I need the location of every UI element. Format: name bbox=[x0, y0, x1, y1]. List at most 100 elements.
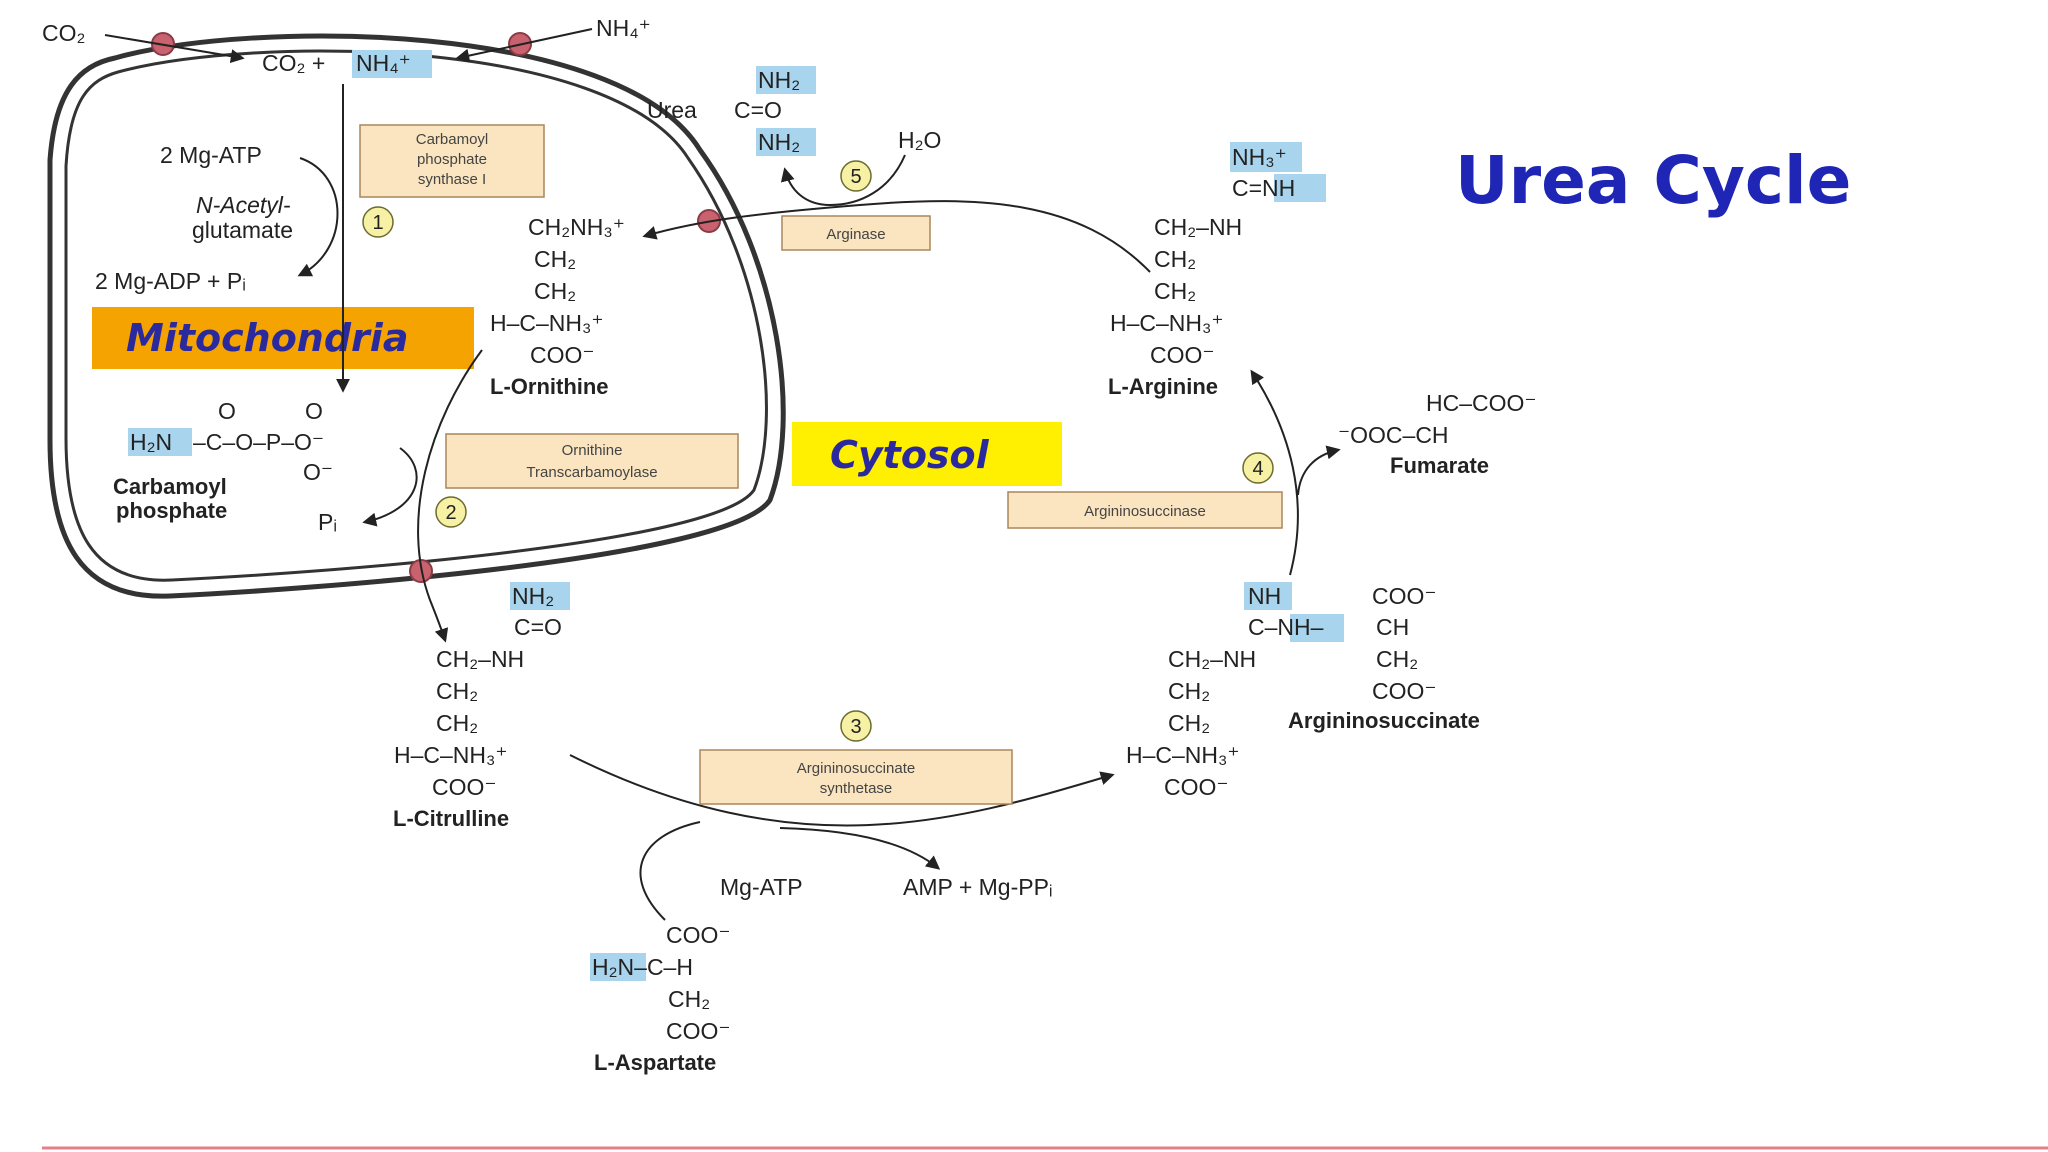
nh4-inside: NH₄⁺ bbox=[356, 50, 411, 76]
argsucc-line3: H–C–NH₃⁺ bbox=[1126, 742, 1240, 768]
arginine-top2: C=NH bbox=[1232, 175, 1295, 201]
ornithine-line2: CH₂ bbox=[534, 246, 576, 272]
argsucc-nh-highlight bbox=[1244, 582, 1292, 610]
urea-line2: C=O bbox=[734, 97, 782, 123]
carbamoyl-o1: O bbox=[218, 398, 236, 424]
argsucc-right3: CH₂ bbox=[1376, 646, 1418, 672]
citrulline-top3: CH₂–NH bbox=[436, 646, 524, 672]
fumarate-line1: HC–COO⁻ bbox=[1426, 390, 1537, 416]
mg-atp-step3: Mg-ATP bbox=[720, 874, 803, 900]
aspartate-line2: H₂N–C–H bbox=[592, 954, 693, 980]
argsucc-top1: NH bbox=[1248, 583, 1281, 609]
citrulline-line2: CH₂ bbox=[436, 710, 478, 736]
carbamoyl-backbone: –C–O–P–O⁻ bbox=[193, 429, 324, 455]
argsucc-right4: COO⁻ bbox=[1372, 678, 1437, 704]
enzyme-box-asl bbox=[1007, 491, 1283, 529]
carbamoyl-h2n-highlight bbox=[128, 428, 192, 456]
fumarate-name: Fumarate bbox=[1390, 453, 1489, 478]
step-1-marker bbox=[362, 206, 394, 238]
carbamoyl-name-line2: phosphate bbox=[116, 498, 227, 523]
enzyme-cps1-line1: Carbamoyl bbox=[416, 131, 489, 148]
arginine-line3: H–C–NH₃⁺ bbox=[1110, 310, 1224, 336]
argsucc-right1: COO⁻ bbox=[1372, 583, 1437, 609]
citrulline-name: L-Citrulline bbox=[393, 806, 509, 831]
mitochondrion-inner-membrane bbox=[64, 49, 768, 582]
step-2-number: 2 bbox=[445, 502, 456, 524]
step-3-marker bbox=[840, 710, 872, 742]
step1-cofactor-arrow bbox=[297, 157, 339, 277]
carbamoyl-name-line1: Carbamoyl bbox=[113, 474, 227, 499]
argsucc-right2: CH bbox=[1376, 614, 1409, 640]
pi-release-arrow bbox=[362, 447, 418, 527]
ornithine-to-citrulline-arrow bbox=[417, 349, 483, 643]
mitochondria-label-bg bbox=[92, 307, 474, 369]
arginine-line1: CH₂ bbox=[1154, 246, 1196, 272]
ornithine-line4: H–C–NH₃⁺ bbox=[490, 310, 604, 336]
arginine-line4: COO⁻ bbox=[1150, 342, 1215, 368]
co2-inside: CO₂ + bbox=[262, 50, 325, 76]
citrulline-line3: H–C–NH₃⁺ bbox=[394, 742, 508, 768]
mitochondria-label: Mitochondria bbox=[126, 316, 408, 360]
n-acetylglutamate-line2: glutamate bbox=[192, 217, 293, 243]
step-4-number: 4 bbox=[1252, 458, 1263, 480]
enzyme-arginase-line1: Arginase bbox=[826, 226, 885, 243]
nh4-entry-arrow bbox=[455, 28, 593, 63]
urea-nh2-top-highlight bbox=[756, 66, 816, 94]
step-4-marker bbox=[1242, 452, 1274, 484]
arginine-line2: CH₂ bbox=[1154, 278, 1196, 304]
enzyme-cps1-line2: phosphate bbox=[417, 151, 487, 168]
enzyme-box-arginase bbox=[781, 215, 931, 251]
urea-line1: NH₂ bbox=[758, 67, 800, 93]
diagram-title: Urea Cycle bbox=[1455, 142, 1851, 219]
aspartate-line3: CH₂ bbox=[668, 986, 710, 1012]
ornithine-name: L-Ornithine bbox=[490, 374, 609, 399]
carbamoyl-o2: O bbox=[305, 398, 323, 424]
aspartate-line1: COO⁻ bbox=[666, 922, 731, 948]
ornithine-line5: COO⁻ bbox=[530, 342, 595, 368]
enzyme-cps1-line3: synthase I bbox=[418, 171, 486, 188]
argsucc-top3: CH₂–NH bbox=[1168, 646, 1256, 672]
enzyme-asl-line1: Argininosuccinase bbox=[1084, 503, 1206, 520]
fumarate-line2: ⁻OOC–CH bbox=[1338, 422, 1449, 448]
step-1-number: 1 bbox=[372, 212, 383, 234]
fumarate-structure: HC–COO⁻ ⁻OOC–CH Fumarate bbox=[1338, 390, 1537, 478]
urea-line3: NH₂ bbox=[758, 129, 800, 155]
urea-structure: NH₂ Urea C=O NH₂ bbox=[647, 66, 816, 156]
citrulline-line1: CH₂ bbox=[436, 678, 478, 704]
cytosol-label: Cytosol bbox=[830, 433, 990, 477]
amp-mgppi-output: AMP + Mg-PPᵢ bbox=[903, 874, 1053, 900]
arginine-nh-highlight bbox=[1274, 174, 1326, 202]
ornithine-line1: CH₂NH₃⁺ bbox=[528, 214, 625, 240]
enzyme-box-cps1 bbox=[359, 124, 545, 198]
fumarate-release-arrow bbox=[1297, 445, 1341, 496]
urea-nh2-bottom-highlight bbox=[756, 128, 816, 156]
mg-adp-output: 2 Mg-ADP + Pᵢ bbox=[95, 268, 246, 294]
citrulline-structure: NH₂ C=O CH₂–NH CH₂ CH₂ H–C–NH₃⁺ COO⁻ L-C… bbox=[393, 582, 570, 831]
urea-release-arrow bbox=[780, 154, 906, 207]
n-acetylglutamate-line1: N-Acetyl- bbox=[196, 192, 291, 218]
aspartate-input-curve bbox=[639, 821, 701, 921]
citrulline-nh2-highlight bbox=[510, 582, 570, 610]
step-5-number: 5 bbox=[850, 166, 861, 188]
co2-entry-arrow bbox=[104, 34, 245, 64]
step-2-marker bbox=[435, 496, 467, 528]
enzyme-ass-line2: synthetase bbox=[820, 780, 893, 797]
enzyme-box-ass bbox=[699, 749, 1013, 805]
argsucc-nh2-highlight bbox=[1290, 614, 1344, 642]
argininosuccinate-name: Argininosuccinate bbox=[1288, 708, 1480, 733]
mitochondrion-outer-membrane bbox=[47, 33, 786, 599]
citrulline-line4: COO⁻ bbox=[432, 774, 497, 800]
co2-outside: CO₂ bbox=[42, 20, 85, 46]
amp-output-arrow bbox=[779, 827, 941, 870]
argsucc-line2: CH₂ bbox=[1168, 710, 1210, 736]
argsucc-line4: COO⁻ bbox=[1164, 774, 1229, 800]
cytosol-label-bg bbox=[792, 422, 1062, 486]
enzyme-ass-line1: Argininosuccinate bbox=[797, 760, 915, 777]
aspartate-line4: COO⁻ bbox=[666, 1018, 731, 1044]
pi-output: Pᵢ bbox=[318, 509, 337, 535]
arginine-structure: NH₃⁺ C=NH CH₂–NH CH₂ CH₂ H–C–NH₃⁺ COO⁻ L… bbox=[1108, 142, 1326, 399]
ornithine-line3: CH₂ bbox=[534, 278, 576, 304]
aspartate-h2n-highlight bbox=[590, 953, 646, 981]
arginine-to-ornithine-arrow bbox=[642, 200, 1151, 273]
